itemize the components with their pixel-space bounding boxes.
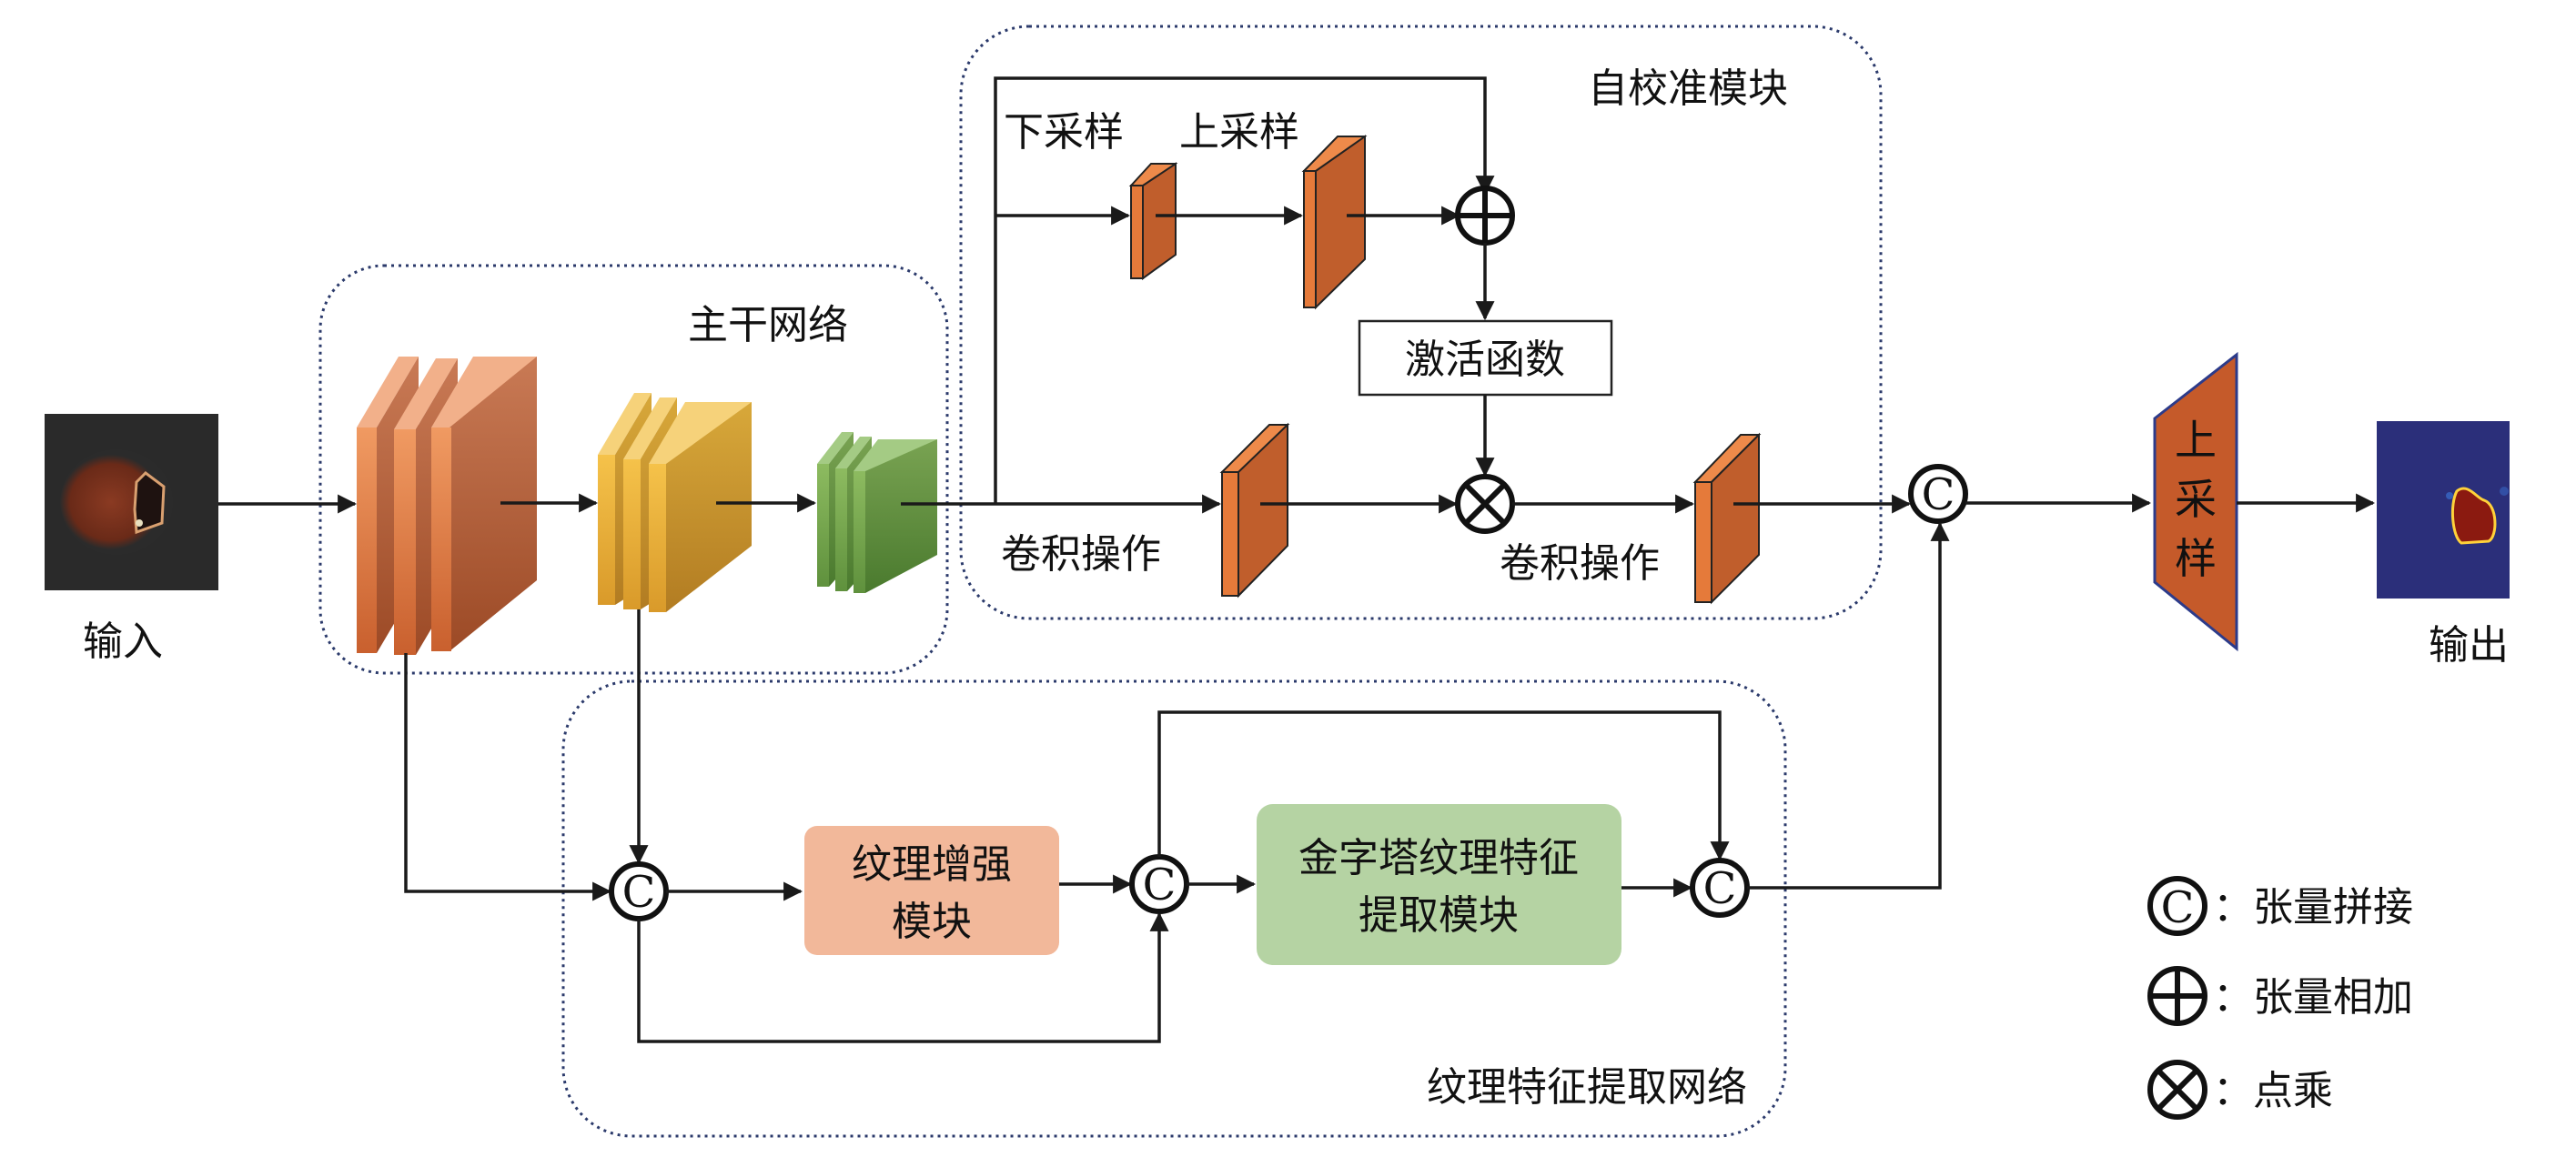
- backbone-stage-1: [357, 357, 537, 655]
- concat-operator-main: C: [1908, 464, 1968, 524]
- downsample-label: 下采样: [1004, 109, 1124, 156]
- activation-label: 激活函数: [1405, 337, 1565, 383]
- output-label: 输出: [2429, 622, 2509, 669]
- svg-text:样: 样: [2175, 534, 2217, 583]
- line-concat3-to-main-concat: [1747, 521, 1950, 890]
- svg-text:C: C: [2161, 882, 2195, 933]
- input-label: 输入: [83, 619, 163, 665]
- upsample-small-block: [1301, 135, 1368, 310]
- self-calibration-container: [959, 25, 1883, 620]
- legend-item-add: ：张量相加: [2147, 966, 2413, 1026]
- output-image: [2377, 421, 2510, 599]
- texture-enhance-module: [804, 826, 1059, 955]
- legend-item-multiply: ：点乘: [2147, 1060, 2333, 1120]
- texture-network-title: 纹理特征提取网络: [1427, 1064, 1747, 1111]
- upsample-label: 上采样: [1179, 109, 1299, 156]
- svg-text:采: 采: [2175, 475, 2217, 524]
- legend: C ：张量拼接 ：张量相加 ：点乘: [2147, 876, 2413, 1120]
- activation-box: [1358, 319, 1613, 397]
- add-operator: [1455, 186, 1515, 246]
- concat-operator-3: C: [1690, 858, 1750, 918]
- svg-text:：张量相加: ：张量相加: [2213, 974, 2413, 1021]
- line-concat2-skip-to-concat3: [1157, 710, 1730, 861]
- conv-label-2: 卷积操作: [1500, 540, 1660, 587]
- multiply-operator: [1455, 474, 1515, 534]
- concat-operator-2: C: [1129, 854, 1189, 914]
- line-concat1-skip-to-concat2: [637, 911, 1169, 1043]
- legend-item-concat: C ：张量拼接: [2147, 876, 2413, 936]
- conv-block-1: [1219, 422, 1290, 599]
- pyramid-line1: 金字塔纹理特征: [1298, 835, 1579, 881]
- line-branch-vertical: [994, 76, 1495, 504]
- self-calibration-title: 自校准模块: [1588, 65, 1788, 112]
- texture-enhance-line2: 模块: [892, 899, 972, 945]
- backbone-stage-2: [598, 393, 752, 612]
- line-stage1-to-concat1: [404, 653, 612, 901]
- backbone-container: [318, 264, 949, 675]
- input-image: [45, 414, 218, 590]
- svg-text:C: C: [1143, 860, 1177, 910]
- pyramid-line2: 提取模块: [1359, 892, 1519, 939]
- svg-text:C: C: [1922, 469, 1955, 520]
- svg-text:：点乘: ：点乘: [2213, 1068, 2333, 1114]
- concat-operator-1: C: [609, 861, 669, 921]
- conv-label-1: 卷积操作: [1001, 531, 1161, 578]
- pyramid-texture-module: [1257, 804, 1621, 965]
- downsample-block: [1128, 162, 1178, 280]
- svg-text:C: C: [1703, 863, 1737, 914]
- svg-text:C: C: [622, 867, 656, 918]
- svg-text:：张量拼接: ：张量拼接: [2213, 884, 2413, 931]
- svg-text:上: 上: [2175, 416, 2217, 465]
- conv-block-2: [1692, 432, 1762, 605]
- texture-enhance-line1: 纹理增强: [852, 841, 1012, 888]
- backbone-stage-3: [817, 432, 937, 593]
- backbone-title: 主干网络: [688, 302, 848, 348]
- upsample-block: 上 采 样: [2153, 351, 2238, 652]
